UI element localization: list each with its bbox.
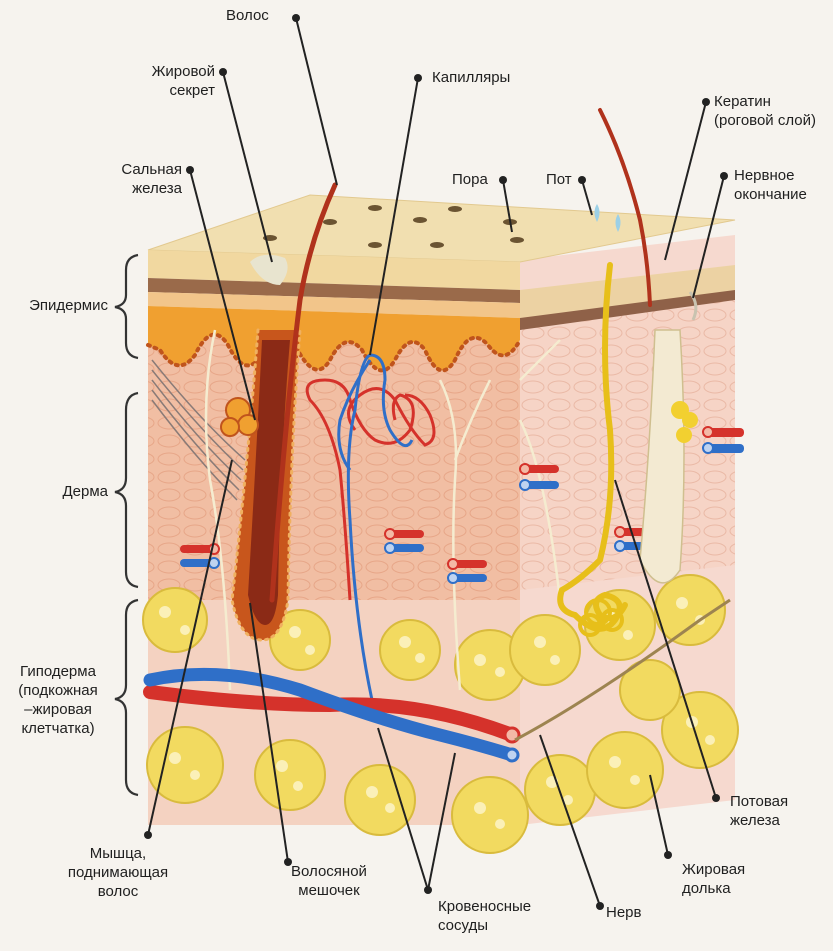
- label-hair-follicle: Волосяной мешочек: [291, 863, 367, 899]
- label-sweat: Пот: [546, 171, 572, 188]
- hair-shaft: [269, 182, 338, 603]
- label-sebaceous-gland: Сальная железа: [121, 161, 182, 197]
- hair-follicle: [230, 328, 302, 642]
- keratin-hair: [598, 108, 652, 307]
- sweat-drops: [594, 204, 621, 232]
- capillary-loops: [305, 353, 436, 701]
- label-keratin: Кератин (роговой слой): [714, 93, 816, 129]
- label-dermis: Дерма: [62, 483, 109, 500]
- sebaceous-gland: [220, 397, 259, 437]
- label-nerve: Нерв: [606, 904, 642, 921]
- fat-secretion-blob: [250, 254, 288, 285]
- right-hair-follicle: [639, 329, 698, 584]
- layer-braces: [114, 253, 139, 797]
- label-arrector-muscle: Мышца, поднимающая волос: [67, 845, 169, 900]
- nerve-ending-marker: [688, 291, 698, 321]
- label-fat-secretion: Жировой секрет: [151, 63, 215, 99]
- sweat-gland-coil: [578, 598, 624, 637]
- dermal-nerves: [204, 329, 562, 691]
- label-capillaries: Капилляры: [432, 69, 511, 86]
- vessel-cross-sections: [180, 426, 744, 584]
- label-nerve-ending: Нервное окончание: [734, 167, 807, 203]
- label-blood-vessels: Кровеносные сосуды: [438, 898, 532, 934]
- label-sweat-gland: Потовая железа: [730, 793, 789, 829]
- label-pore: Пора: [452, 171, 488, 188]
- arrector-muscle: [151, 359, 246, 501]
- leader-lines: [144, 14, 728, 910]
- main-blood-vessels: [143, 667, 519, 762]
- label-hypodermis: Гиподерма (подкожная –жировая клетчатка): [18, 663, 98, 737]
- vein-cut-end: [504, 747, 520, 763]
- label-fat-lobule: Жировая долька: [682, 861, 746, 897]
- nerve-trunk: [514, 598, 731, 742]
- label-epidermis: Эпидермис: [29, 297, 108, 314]
- pore-holes: [263, 205, 524, 268]
- label-hair: Волос: [226, 7, 269, 24]
